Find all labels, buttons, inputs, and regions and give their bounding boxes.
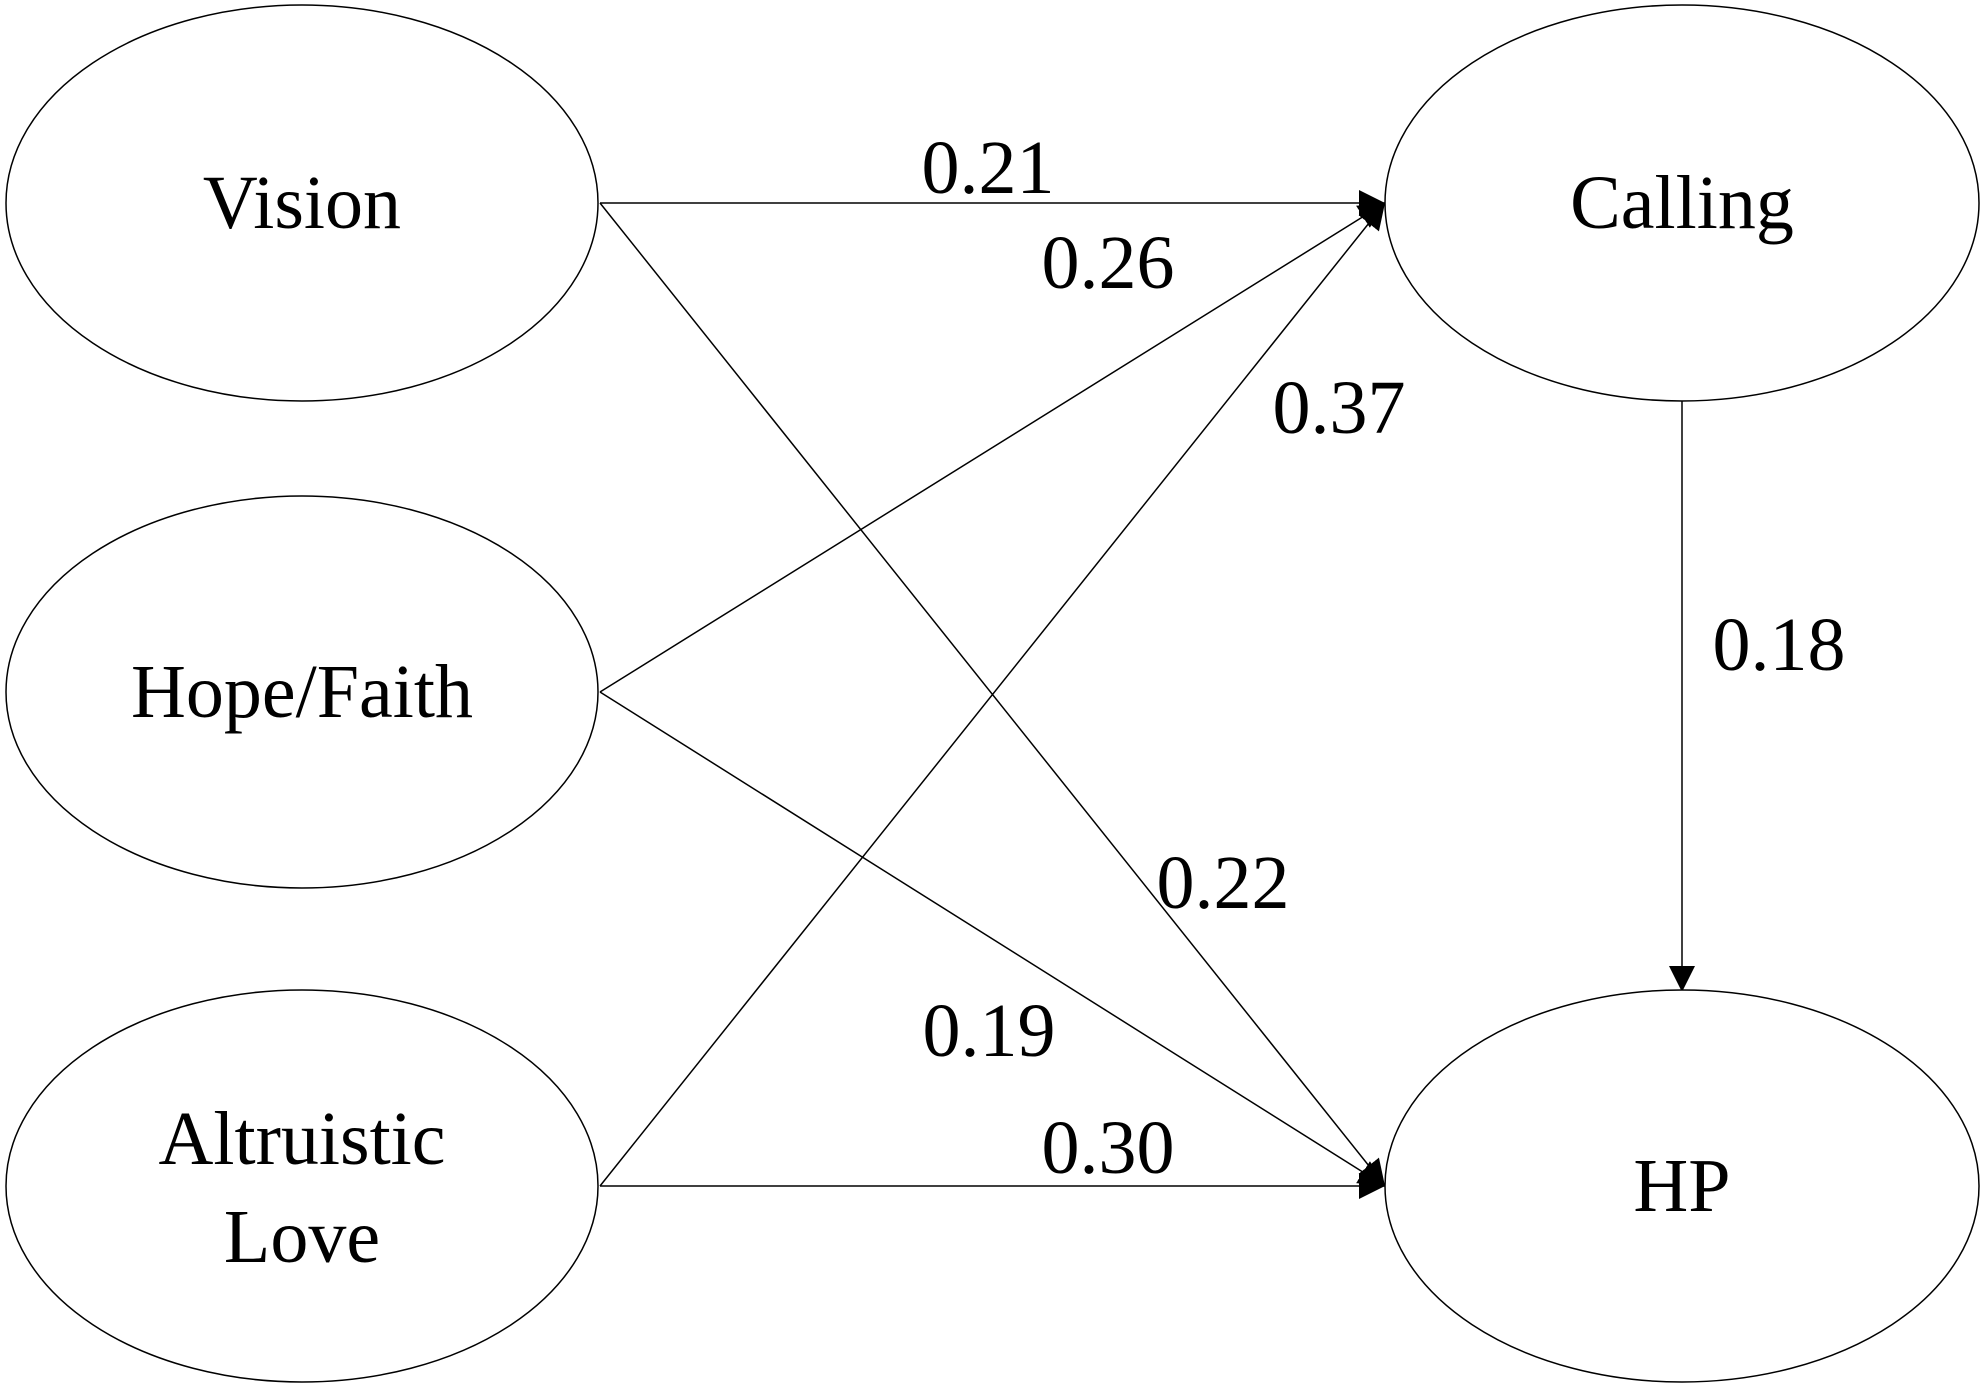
edge-label-vision-to-hp: 0.22 bbox=[1157, 841, 1290, 925]
node-calling-shape bbox=[1384, 4, 1980, 402]
node-hope-faith: Hope/Faith bbox=[5, 495, 599, 889]
node-calling: Calling bbox=[1384, 4, 1980, 402]
node-altruistic-love-label-line1: Altruistic bbox=[158, 1097, 445, 1181]
node-altruistic-love: Altruistic Love bbox=[5, 989, 599, 1383]
edge-label-calling-to-hp: 0.18 bbox=[1713, 603, 1846, 687]
node-hope-faith-shape bbox=[5, 495, 599, 889]
node-calling-label: Calling bbox=[1570, 161, 1794, 245]
edge-label-hope-faith-to-hp: 0.19 bbox=[923, 989, 1056, 1073]
edge-vision-to-hp bbox=[599, 202, 1386, 1187]
edges bbox=[599, 190, 1695, 1199]
node-altruistic-love-label-line2: Love bbox=[224, 1195, 380, 1279]
edge-label-hope-faith-to-calling: 0.26 bbox=[1042, 221, 1175, 305]
node-vision-shape bbox=[5, 4, 599, 402]
edge-hope-faith-to-hp bbox=[599, 691, 1386, 1187]
edge-label-vision-to-calling: 0.21 bbox=[922, 126, 1055, 210]
node-altruistic-love-shape bbox=[5, 989, 599, 1383]
node-vision: Vision bbox=[5, 4, 599, 402]
node-hope-faith-label: Hope/Faith bbox=[131, 650, 473, 734]
edge-hope-faith-to-calling bbox=[599, 202, 1386, 693]
edge-label-altruistic-love-to-calling: 0.37 bbox=[1273, 366, 1406, 450]
node-vision-label: Vision bbox=[203, 161, 401, 245]
node-hp: HP bbox=[1384, 989, 1980, 1383]
node-hp-label: HP bbox=[1633, 1144, 1730, 1228]
edge-label-altruistic-love-to-hp: 0.30 bbox=[1042, 1106, 1175, 1190]
node-hp-shape bbox=[1384, 989, 1980, 1383]
edge-labels: 0.21 0.26 0.37 0.18 0.22 0.19 0.30 bbox=[922, 126, 1846, 1190]
